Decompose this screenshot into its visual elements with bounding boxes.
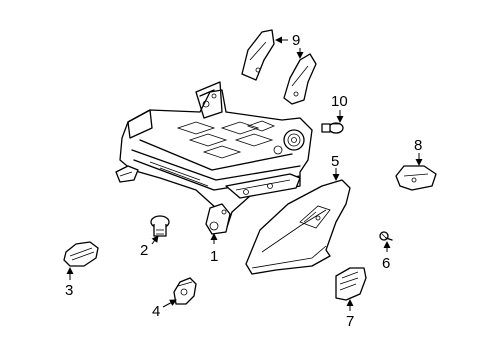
part-2-clip <box>150 215 170 237</box>
part-3-cap <box>63 241 99 267</box>
part-4-bracket <box>173 277 197 305</box>
leader-4 <box>162 299 177 308</box>
part-5-shield <box>245 179 351 275</box>
callout-7: 7 <box>346 313 354 330</box>
part-1-seat-frame <box>115 81 313 235</box>
callout-2: 2 <box>140 242 148 259</box>
callout-6: 6 <box>382 255 390 272</box>
part-9-upper-brackets <box>241 29 317 105</box>
callout-3: 3 <box>65 282 73 299</box>
leader-2 <box>151 235 159 245</box>
part-8-cover <box>395 165 437 191</box>
callout-5: 5 <box>331 153 339 170</box>
part-6-screw <box>379 231 393 241</box>
callout-10: 10 <box>331 93 348 110</box>
part-10-nut <box>321 122 344 134</box>
callout-1: 1 <box>210 248 218 265</box>
callout-8: 8 <box>414 137 422 154</box>
callout-4: 4 <box>152 303 160 320</box>
callout-9: 9 <box>292 32 300 49</box>
part-7-knob <box>335 267 367 301</box>
